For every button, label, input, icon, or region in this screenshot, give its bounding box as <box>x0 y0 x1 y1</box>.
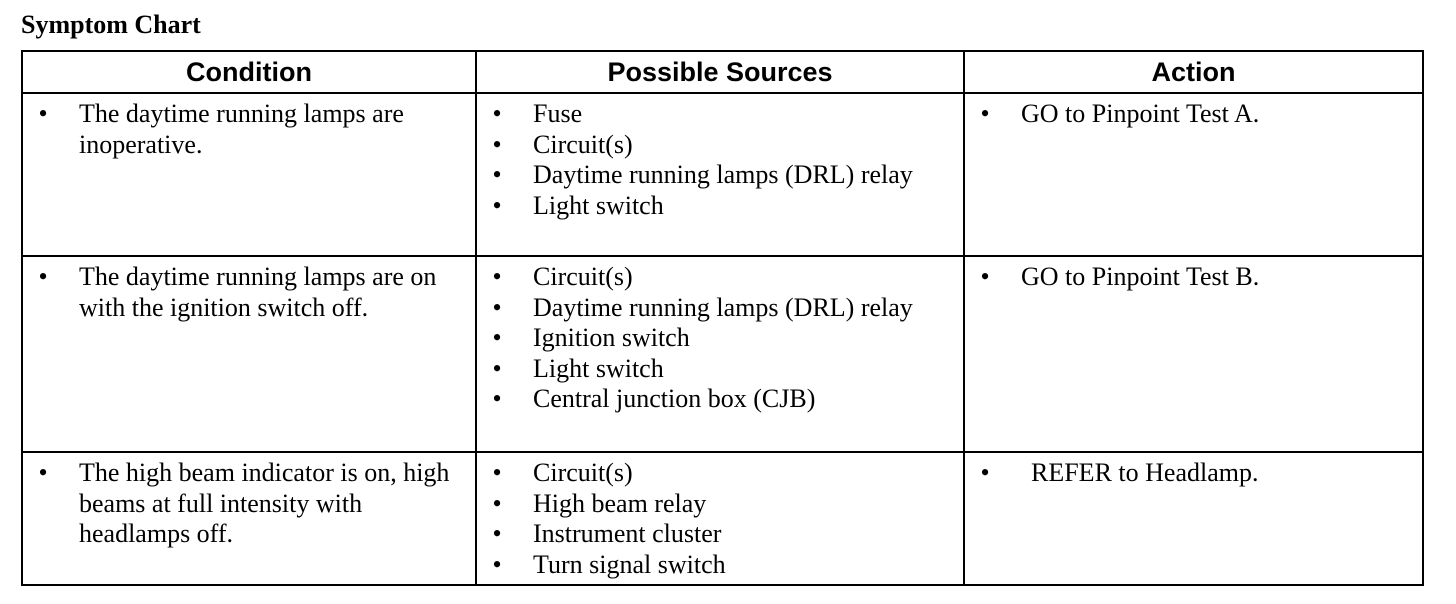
source-item: • Daytime running lamps (DRL) relay <box>477 160 963 191</box>
bullet-icon: • <box>492 99 502 128</box>
action-text: GO to Pinpoint Test B. <box>1021 262 1260 291</box>
action-text: GO to Pinpoint Test A. <box>1021 99 1260 128</box>
sources-cell: • Fuse • Circuit(s) • Daytime running lamps… <box>475 92 965 257</box>
source-text: Circuit(s) <box>533 129 633 159</box>
source-item: • Light switch <box>477 354 963 385</box>
action-text: REFER to Headlamp. <box>1031 458 1259 487</box>
header-condition: Condition <box>21 50 477 94</box>
bullet-icon: • <box>492 549 502 579</box>
bullet-icon: • <box>38 458 48 487</box>
bullet-icon: • <box>492 323 502 352</box>
condition-text: The high beam indicator is on, high beam… <box>79 458 450 548</box>
action-cell: • GO to Pinpoint Test A. <box>963 92 1424 257</box>
source-text: High beam relay <box>533 488 707 518</box>
source-text: Central junction box (CJB) <box>533 384 816 413</box>
source-text: Circuit(s) <box>533 458 633 487</box>
bullet-icon: • <box>492 292 502 322</box>
bullet-icon: • <box>492 458 502 487</box>
table-row: • The daytime running lamps are inoperat… <box>21 92 1424 257</box>
condition-item: • The high beam indicator is on, high be… <box>23 458 475 550</box>
header-row: Condition Possible Sources Action <box>21 50 1424 94</box>
table-row: • The high beam indicator is on, high be… <box>21 451 1424 586</box>
bullet-icon: • <box>492 519 502 548</box>
bullet-icon: • <box>980 262 990 291</box>
source-item: • Circuit(s) <box>477 262 963 293</box>
condition-item: • The daytime running lamps are inoperat… <box>23 99 475 160</box>
action-cell: • REFER to Headlamp. <box>963 451 1424 586</box>
condition-text: The daytime running lamps are on with th… <box>79 262 437 322</box>
source-text: Circuit(s) <box>533 262 633 291</box>
source-text: Turn signal switch <box>533 549 726 579</box>
bullet-icon: • <box>492 129 502 159</box>
source-item: • Turn signal switch <box>477 550 963 581</box>
bullet-icon: • <box>38 99 48 128</box>
condition-cell: • The daytime running lamps are inoperat… <box>21 92 477 257</box>
bullet-icon: • <box>492 384 502 413</box>
action-item: • REFER to Headlamp. <box>965 458 1422 489</box>
chart-title: Symptom Chart <box>21 10 201 39</box>
bullet-icon: • <box>492 353 502 383</box>
bullet-icon: • <box>980 99 990 128</box>
bullet-icon: • <box>980 458 990 487</box>
source-text: Light switch <box>533 353 664 383</box>
source-item: • High beam relay <box>477 489 963 520</box>
condition-cell: • The high beam indicator is on, high be… <box>21 451 477 586</box>
source-item: • Central junction box (CJB) <box>477 384 963 415</box>
source-item: • Ignition switch <box>477 323 963 354</box>
condition-item: • The daytime running lamps are on with … <box>23 262 475 323</box>
action-cell: • GO to Pinpoint Test B. <box>963 255 1424 453</box>
table-row: • The daytime running lamps are on with … <box>21 255 1424 453</box>
source-item: • Circuit(s) <box>477 130 963 161</box>
source-item: • Instrument cluster <box>477 519 963 550</box>
action-item: • GO to Pinpoint Test A. <box>965 99 1422 130</box>
source-item: • Daytime running lamps (DRL) relay <box>477 293 963 324</box>
source-item: • Light switch <box>477 191 963 222</box>
bullet-icon: • <box>492 190 502 220</box>
source-item: • Fuse <box>477 99 963 130</box>
bullet-icon: • <box>38 262 48 291</box>
condition-cell: • The daytime running lamps are on with … <box>21 255 477 453</box>
header-action: Action <box>963 50 1424 94</box>
condition-text: The daytime running lamps are inoperativ… <box>79 99 404 159</box>
source-text: Light switch <box>533 190 664 220</box>
bullet-icon: • <box>492 262 502 291</box>
sources-cell: • Circuit(s) • Daytime running lamps (DRL)… <box>475 255 965 453</box>
source-item: • Circuit(s) <box>477 458 963 489</box>
source-text: Ignition switch <box>533 323 690 352</box>
sources-cell: • Circuit(s) • High beam relay • Instrument… <box>475 451 965 586</box>
source-text: Fuse <box>533 99 583 128</box>
bullet-icon: • <box>492 160 502 189</box>
source-text: Daytime running lamps (DRL) relay <box>533 292 913 322</box>
source-text: Instrument cluster <box>533 519 722 548</box>
symptom-table: Condition Possible Sources Action • The … <box>21 50 1424 586</box>
action-item: • GO to Pinpoint Test B. <box>965 262 1422 293</box>
header-possible-sources: Possible Sources <box>475 50 965 94</box>
source-text: Daytime running lamps (DRL) relay <box>533 160 913 189</box>
bullet-icon: • <box>492 488 502 518</box>
